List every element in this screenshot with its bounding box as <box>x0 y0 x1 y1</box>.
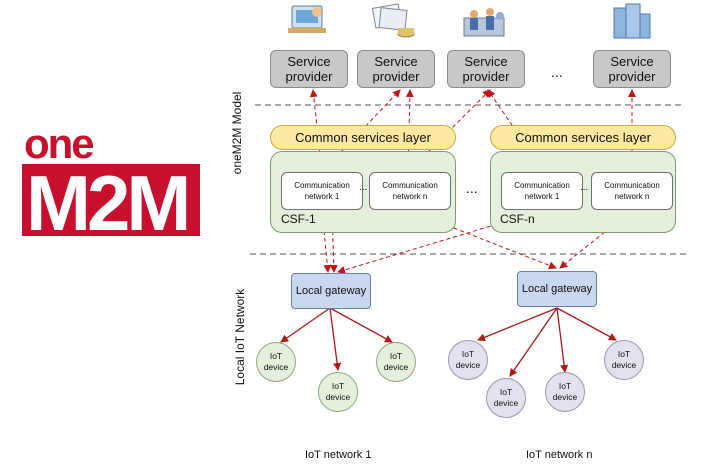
iot-network-n-label: IoT network n <box>526 449 593 461</box>
svg-text:one: one <box>24 120 93 167</box>
iot-device: IoT device <box>318 372 358 412</box>
csf-ellipsis: ... <box>466 180 478 196</box>
csf-n-label: CSF-n <box>500 212 535 226</box>
local-gateway-1: Local gateway <box>291 273 371 309</box>
iot-device: IoT device <box>545 372 585 412</box>
provider-ellipsis: ... <box>551 64 563 80</box>
common-services-layer-n: Common services layer <box>490 125 676 150</box>
csf-1-label: CSF-1 <box>281 212 316 226</box>
computer-user-icon <box>288 5 326 33</box>
iot-device: IoT device <box>486 378 526 418</box>
office-buildings-icon <box>613 3 651 39</box>
svg-text:M2M: M2M <box>26 159 187 238</box>
csfn-inner-ellipsis: ... <box>580 182 589 193</box>
iot-device: IoT device <box>256 342 296 382</box>
service-provider-4: Service provider <box>593 50 671 88</box>
service-provider-3: Service provider <box>447 50 525 88</box>
communication-network-1-csfn: Communication network 1 <box>501 172 583 210</box>
onem2m-logo: one M2M <box>22 120 200 238</box>
service-provider-1: Service provider <box>270 50 348 88</box>
factory-workers-icon <box>463 8 505 37</box>
common-services-layer-1: Common services layer <box>270 125 456 150</box>
iot-network-1-label: IoT network 1 <box>305 449 372 461</box>
communication-network-n-csf1: Communication network n <box>369 172 451 210</box>
documents-database-icon <box>371 3 415 38</box>
local-gateway-n: Local gateway <box>517 271 597 307</box>
iot-device: IoT device <box>448 340 488 380</box>
communication-network-1-csf1: Communication network 1 <box>281 172 363 210</box>
iot-device: IoT device <box>604 340 644 380</box>
service-provider-2: Service provider <box>357 50 435 88</box>
iot-device: IoT device <box>376 342 416 382</box>
communication-network-n-csfn: Communication network n <box>591 172 673 210</box>
csf1-inner-ellipsis: ... <box>359 182 368 193</box>
